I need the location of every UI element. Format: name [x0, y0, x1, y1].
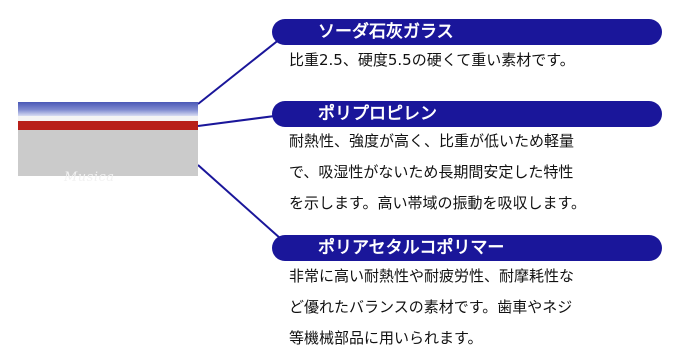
description-line: ど優れたバランスの素材です。歯車やネジ	[289, 298, 573, 316]
description-line: 等機械部品に用いられます。	[289, 329, 483, 347]
description-line: 比重2.5、硬度5.5の硬くて重い素材です。	[289, 51, 575, 69]
description-line: 非常に高い耐熱性や耐疲労性、耐摩耗性な	[289, 267, 575, 285]
connector-line-polyacetal	[197, 164, 291, 248]
material-title: ポリアセタルコポリマー	[318, 238, 505, 258]
material-banner-glass: ソーダ石灰ガラス	[272, 19, 662, 45]
description-line: を示します。高い帯域の振動を吸収します。	[289, 194, 587, 212]
polypropylene-layer	[18, 121, 198, 130]
material-description-glass: 比重2.5、硬度5.5の硬くて重い素材です。	[289, 45, 575, 76]
material-description-polyacetal: 非常に高い耐熱性や耐疲労性、耐摩耗性な ど優れたバランスの素材です。歯車やネジ …	[289, 261, 574, 354]
product-cross-section: Musica	[18, 102, 198, 185]
material-banner-polyacetal: ポリアセタルコポリマー	[272, 235, 662, 261]
description-line: で、吸湿性がないため長期間安定した特性	[289, 163, 574, 181]
glass-layer	[18, 102, 198, 116]
polyacetal-layer: Musica	[18, 130, 198, 185]
connector-line-glass	[197, 30, 291, 105]
material-banner-polypropylene: ポリプロピレン	[272, 101, 662, 127]
material-title: ソーダ石灰ガラス	[318, 22, 454, 42]
musica-logo: Musica	[64, 170, 115, 185]
material-title: ポリプロピレン	[318, 104, 437, 124]
material-description-polypropylene: 耐熱性、強度が高く、比重が低いため軽量 で、吸湿性がないため長期間安定した特性 …	[289, 126, 586, 219]
description-line: 耐熱性、強度が高く、比重が低いため軽量	[289, 132, 575, 150]
separator-layer	[18, 116, 198, 121]
